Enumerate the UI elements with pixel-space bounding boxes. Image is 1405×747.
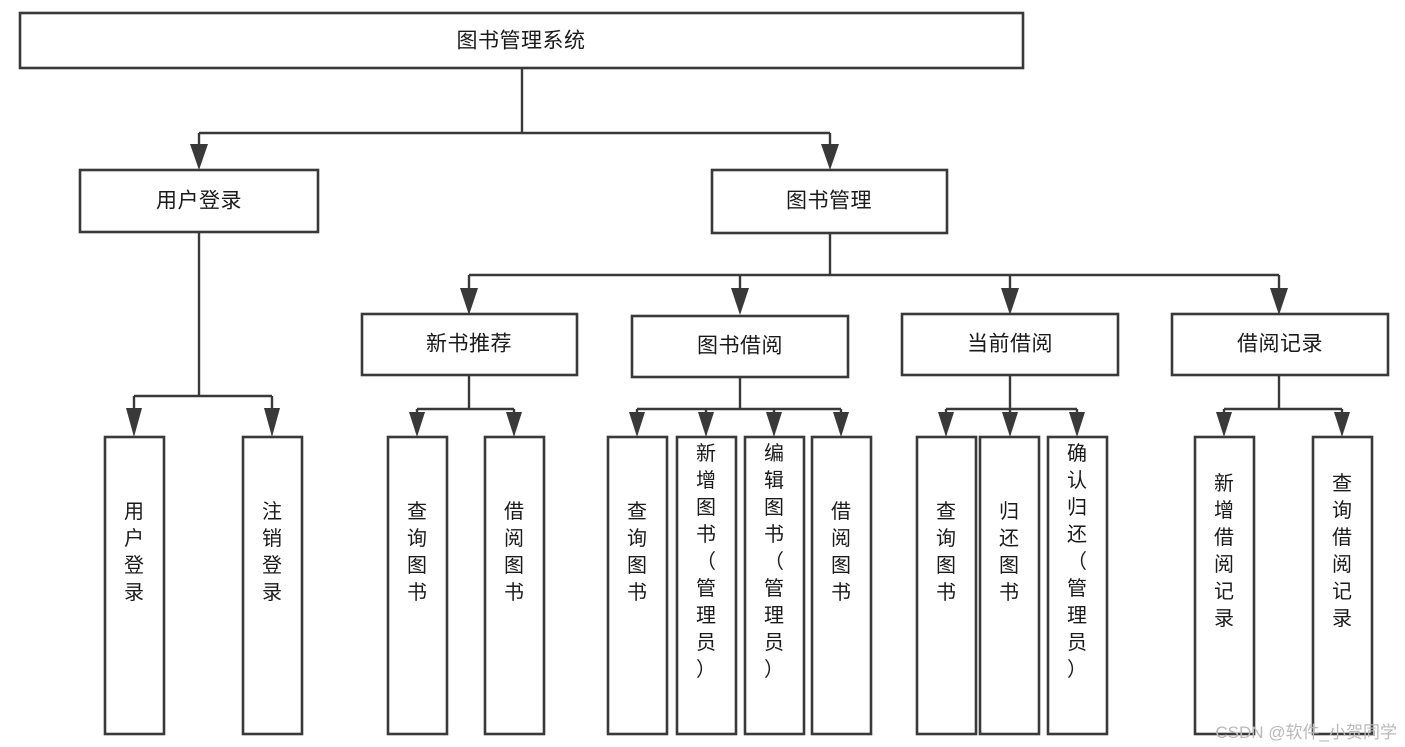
node-borrow-record-label: 借阅记录 — [1237, 333, 1323, 356]
leaf-user-login-login[interactable]: 用户登录 — [103, 435, 166, 736]
node-book-borrow[interactable]: 图书借阅 — [630, 314, 850, 379]
arrow-bookborrow-leaf-4 — [833, 412, 849, 437]
leaf-new-book-query-label: 查询图书 — [407, 500, 427, 604]
leaf-user-login-login-box[interactable] — [103, 435, 166, 736]
arrow-currentborrow-leaf-2 — [1002, 412, 1018, 437]
arrow-currentborrow-leaf-3 — [1069, 412, 1085, 437]
leaf-book-borrow-edit[interactable]: 编辑图书（管理员） — [743, 435, 806, 736]
node-book-manage[interactable]: 图书管理 — [710, 168, 949, 235]
arrow-borrowrecord-leaf-1 — [1216, 412, 1232, 437]
leaf-current-borrow-confirm-label: 确认归还（管理员） — [1067, 442, 1087, 681]
node-book-borrow-label: 图书借阅 — [697, 335, 783, 358]
leaf-user-login-logout[interactable]: 注销登录 — [241, 435, 304, 736]
node-borrow-record[interactable]: 借阅记录 — [1170, 312, 1390, 377]
node-new-book-recommend-label: 新书推荐 — [426, 333, 512, 356]
leaf-current-borrow-return-box[interactable] — [978, 435, 1041, 736]
node-current-borrow-label: 当前借阅 — [967, 333, 1053, 356]
leaf-new-book-borrow-label: 借阅图书 — [504, 500, 524, 604]
arrow-newbook-leaf-1 — [409, 412, 425, 437]
leaf-user-login-login-label: 用户登录 — [124, 501, 144, 604]
leaf-current-borrow-return-label: 归还图书 — [999, 500, 1019, 604]
leaf-book-borrow-add-label: 新增图书（管理员） — [696, 442, 716, 681]
leaf-current-borrow-confirm-box[interactable] — [1046, 435, 1109, 736]
leaf-book-borrow-query-box[interactable] — [606, 435, 669, 736]
arrow-leaf-user-login — [126, 408, 142, 437]
node-user-login[interactable]: 用户登录 — [78, 168, 320, 234]
leaf-current-borrow-return[interactable]: 归还图书 — [978, 435, 1041, 736]
leaf-new-book-query[interactable]: 查询图书 — [386, 435, 449, 736]
leaf-book-borrow-borrow-label: 借阅图书 — [831, 500, 851, 604]
arrow-book-borrow — [731, 288, 749, 315]
arrow-bookborrow-leaf-2 — [698, 412, 714, 437]
leaf-book-borrow-query[interactable]: 查询图书 — [606, 435, 669, 736]
leaf-borrow-record-query-box[interactable] — [1311, 435, 1374, 736]
arrow-book-manage — [821, 144, 839, 170]
node-root-label: 图书管理系统 — [457, 30, 586, 53]
leaf-borrow-record-add[interactable]: 新增借阅记录 — [1193, 435, 1256, 736]
node-user-login-box[interactable] — [78, 168, 320, 234]
node-book-manage-label: 图书管理 — [786, 190, 872, 213]
arrow-bookborrow-leaf-3 — [766, 412, 782, 437]
node-current-borrow-box[interactable] — [900, 312, 1120, 377]
leaf-new-book-query-box[interactable] — [386, 435, 449, 736]
leaf-borrow-record-query-label: 查询借阅记录 — [1332, 472, 1352, 630]
leaf-current-borrow-query-label: 查询图书 — [936, 500, 956, 604]
leaf-current-borrow-query-box[interactable] — [915, 435, 978, 736]
node-root-box[interactable] — [18, 11, 1025, 70]
node-borrow-record-box[interactable] — [1170, 312, 1390, 377]
leaf-user-login-logout-box[interactable] — [241, 435, 304, 736]
leaf-current-borrow-query[interactable]: 查询图书 — [915, 435, 978, 736]
leaf-book-borrow-edit-label: 编辑图书（管理员） — [764, 442, 784, 681]
leaf-new-book-borrow[interactable]: 借阅图书 — [483, 435, 546, 736]
arrow-borrowrecord-leaf-2 — [1334, 412, 1350, 437]
arrow-current-borrow — [1001, 288, 1019, 315]
node-new-book-recommend[interactable]: 新书推荐 — [360, 312, 579, 377]
leaf-new-book-borrow-box[interactable] — [483, 435, 546, 736]
arrow-user-login — [190, 144, 208, 170]
node-root[interactable]: 图书管理系统 — [18, 11, 1025, 70]
arrow-new-book-recommend — [460, 288, 478, 315]
node-book-manage-box[interactable] — [710, 168, 949, 235]
node-user-login-label: 用户登录 — [156, 190, 242, 213]
leaf-book-borrow-add-box[interactable] — [675, 435, 738, 736]
leaf-book-borrow-query-label: 查询图书 — [627, 500, 647, 604]
arrow-bookborrow-leaf-1 — [629, 412, 645, 437]
leaf-book-borrow-borrow-box[interactable] — [810, 435, 873, 736]
leaf-borrow-record-add-box[interactable] — [1193, 435, 1256, 736]
node-book-borrow-box[interactable] — [630, 314, 850, 379]
node-current-borrow[interactable]: 当前借阅 — [900, 312, 1120, 377]
leaf-book-borrow-edit-box[interactable] — [743, 435, 806, 736]
arrow-borrow-record — [1270, 288, 1288, 315]
arrow-leaf-logout — [264, 408, 280, 437]
node-new-book-recommend-box[interactable] — [360, 312, 579, 377]
leaf-borrow-record-add-label: 新增借阅记录 — [1214, 472, 1234, 630]
connector-layer — [126, 68, 1350, 437]
leaf-book-borrow-borrow[interactable]: 借阅图书 — [810, 435, 873, 736]
leaf-user-login-logout-label: 注销登录 — [262, 500, 282, 604]
arrow-currentborrow-leaf-1 — [938, 412, 954, 437]
leaf-book-borrow-add[interactable]: 新增图书（管理员） — [675, 435, 738, 736]
arrow-newbook-leaf-2 — [506, 412, 522, 437]
leaf-current-borrow-confirm[interactable]: 确认归还（管理员） — [1046, 435, 1109, 736]
leaf-borrow-record-query[interactable]: 查询借阅记录 — [1311, 435, 1374, 736]
